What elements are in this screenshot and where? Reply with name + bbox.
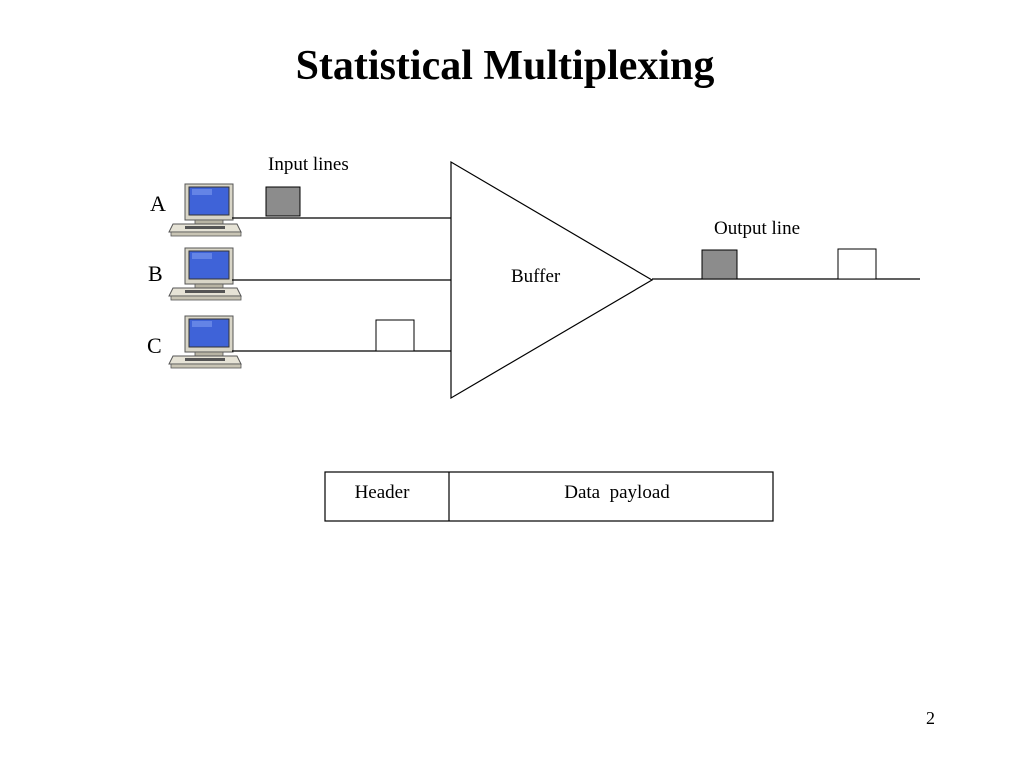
- input-label-b: B: [148, 261, 163, 286]
- computer-c-icon: [168, 315, 242, 369]
- payload-field-label: Data payload: [564, 482, 670, 503]
- buffer-label: Buffer: [511, 266, 561, 287]
- output-line-label: Output line: [714, 218, 800, 239]
- slide-title: Statistical Multiplexing: [295, 43, 715, 89]
- packet-format: Header Data payload: [324, 471, 774, 522]
- output-packet-2: [837, 248, 877, 280]
- input-lines-label: Input lines: [268, 154, 349, 175]
- computer-a-icon: [168, 183, 242, 237]
- packet-a: [265, 186, 301, 217]
- input-label-c: C: [147, 333, 162, 358]
- buffer-triangle: [450, 160, 654, 400]
- computer-b-icon: [168, 247, 242, 301]
- packet-format-box: [324, 471, 774, 522]
- page-number: 2: [926, 708, 935, 728]
- header-field-label: Header: [355, 482, 411, 503]
- packet-c: [375, 319, 415, 352]
- output-packet-1: [701, 249, 738, 280]
- input-label-a: A: [150, 191, 166, 216]
